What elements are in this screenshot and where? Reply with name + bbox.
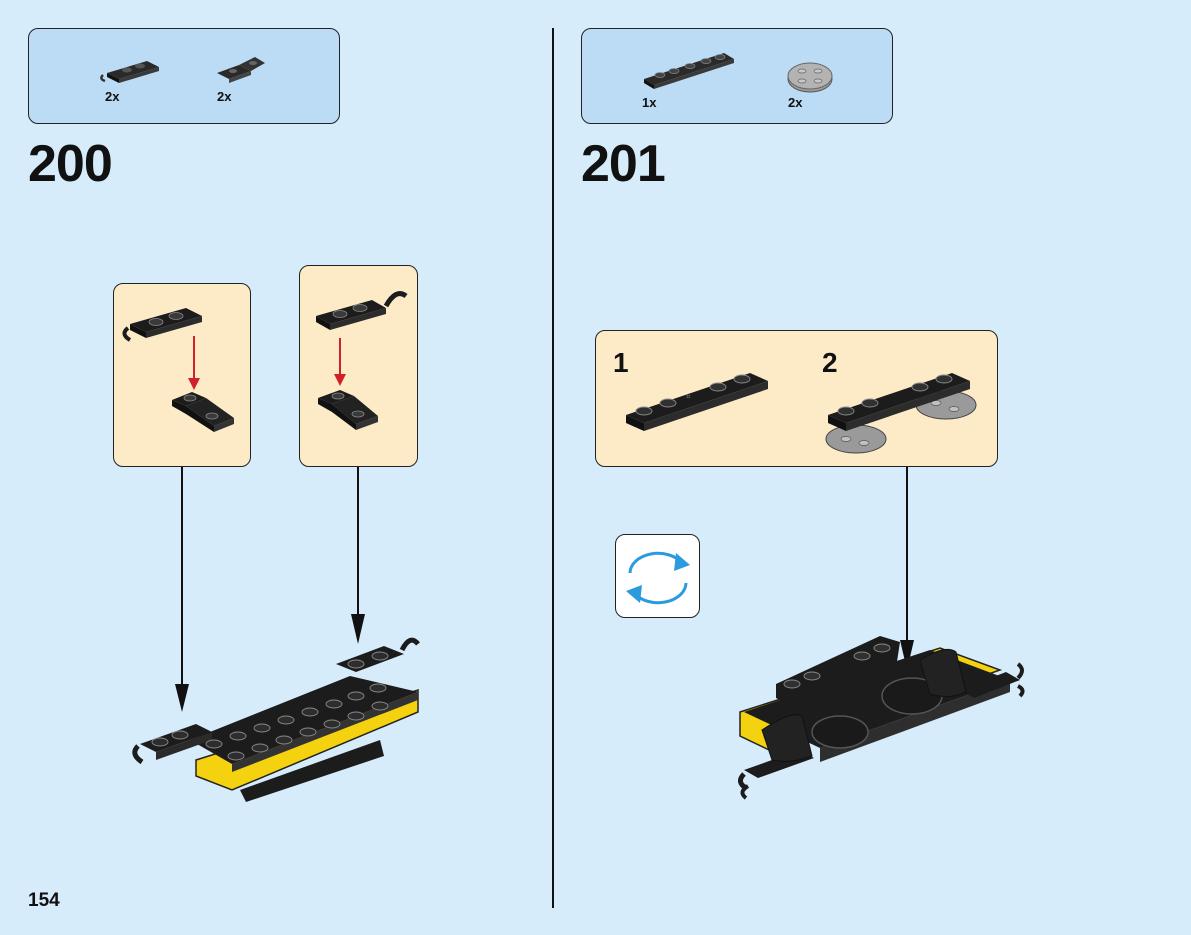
hinge-plate-icon (217, 57, 265, 83)
step-200-parts-box: 2x 2x (28, 28, 340, 124)
step-201-parts-box: 1x 2x (581, 28, 893, 124)
substep-number: 1 (613, 347, 629, 378)
part-qty: 2x (105, 89, 120, 104)
rotate-model-icon (615, 534, 700, 618)
vehicle-chassis-201 (738, 636, 1025, 800)
svg-text:⌗: ⌗ (686, 392, 691, 401)
clip-plate-attach-icon (122, 308, 234, 432)
substep-1-long-plate: ⌗ (626, 373, 768, 431)
vehicle-chassis-200 (132, 637, 420, 802)
round-plate-icon (787, 62, 833, 93)
callout-connector-lines (175, 467, 365, 712)
step-200-callout-left (113, 283, 251, 467)
part-qty: 2x (217, 89, 232, 104)
step-number: 200 (28, 135, 113, 193)
step-number: 201 (581, 135, 666, 193)
callout-connector-line (900, 467, 914, 670)
substep-number: 2 (822, 347, 838, 378)
part-qty: 1x (642, 95, 657, 110)
clip-plate-icon (100, 61, 159, 83)
part-qty: 2x (788, 95, 803, 110)
step-201-callout: 1 2 ⌗ (595, 330, 998, 467)
page-number: 154 (28, 890, 60, 911)
step-200-callout-right (299, 265, 418, 467)
hinge-plate-attach-icon (316, 291, 408, 430)
long-plate-icon (644, 53, 734, 89)
page-divider (552, 28, 554, 908)
substep-2-plate-with-rounds (825, 373, 977, 454)
